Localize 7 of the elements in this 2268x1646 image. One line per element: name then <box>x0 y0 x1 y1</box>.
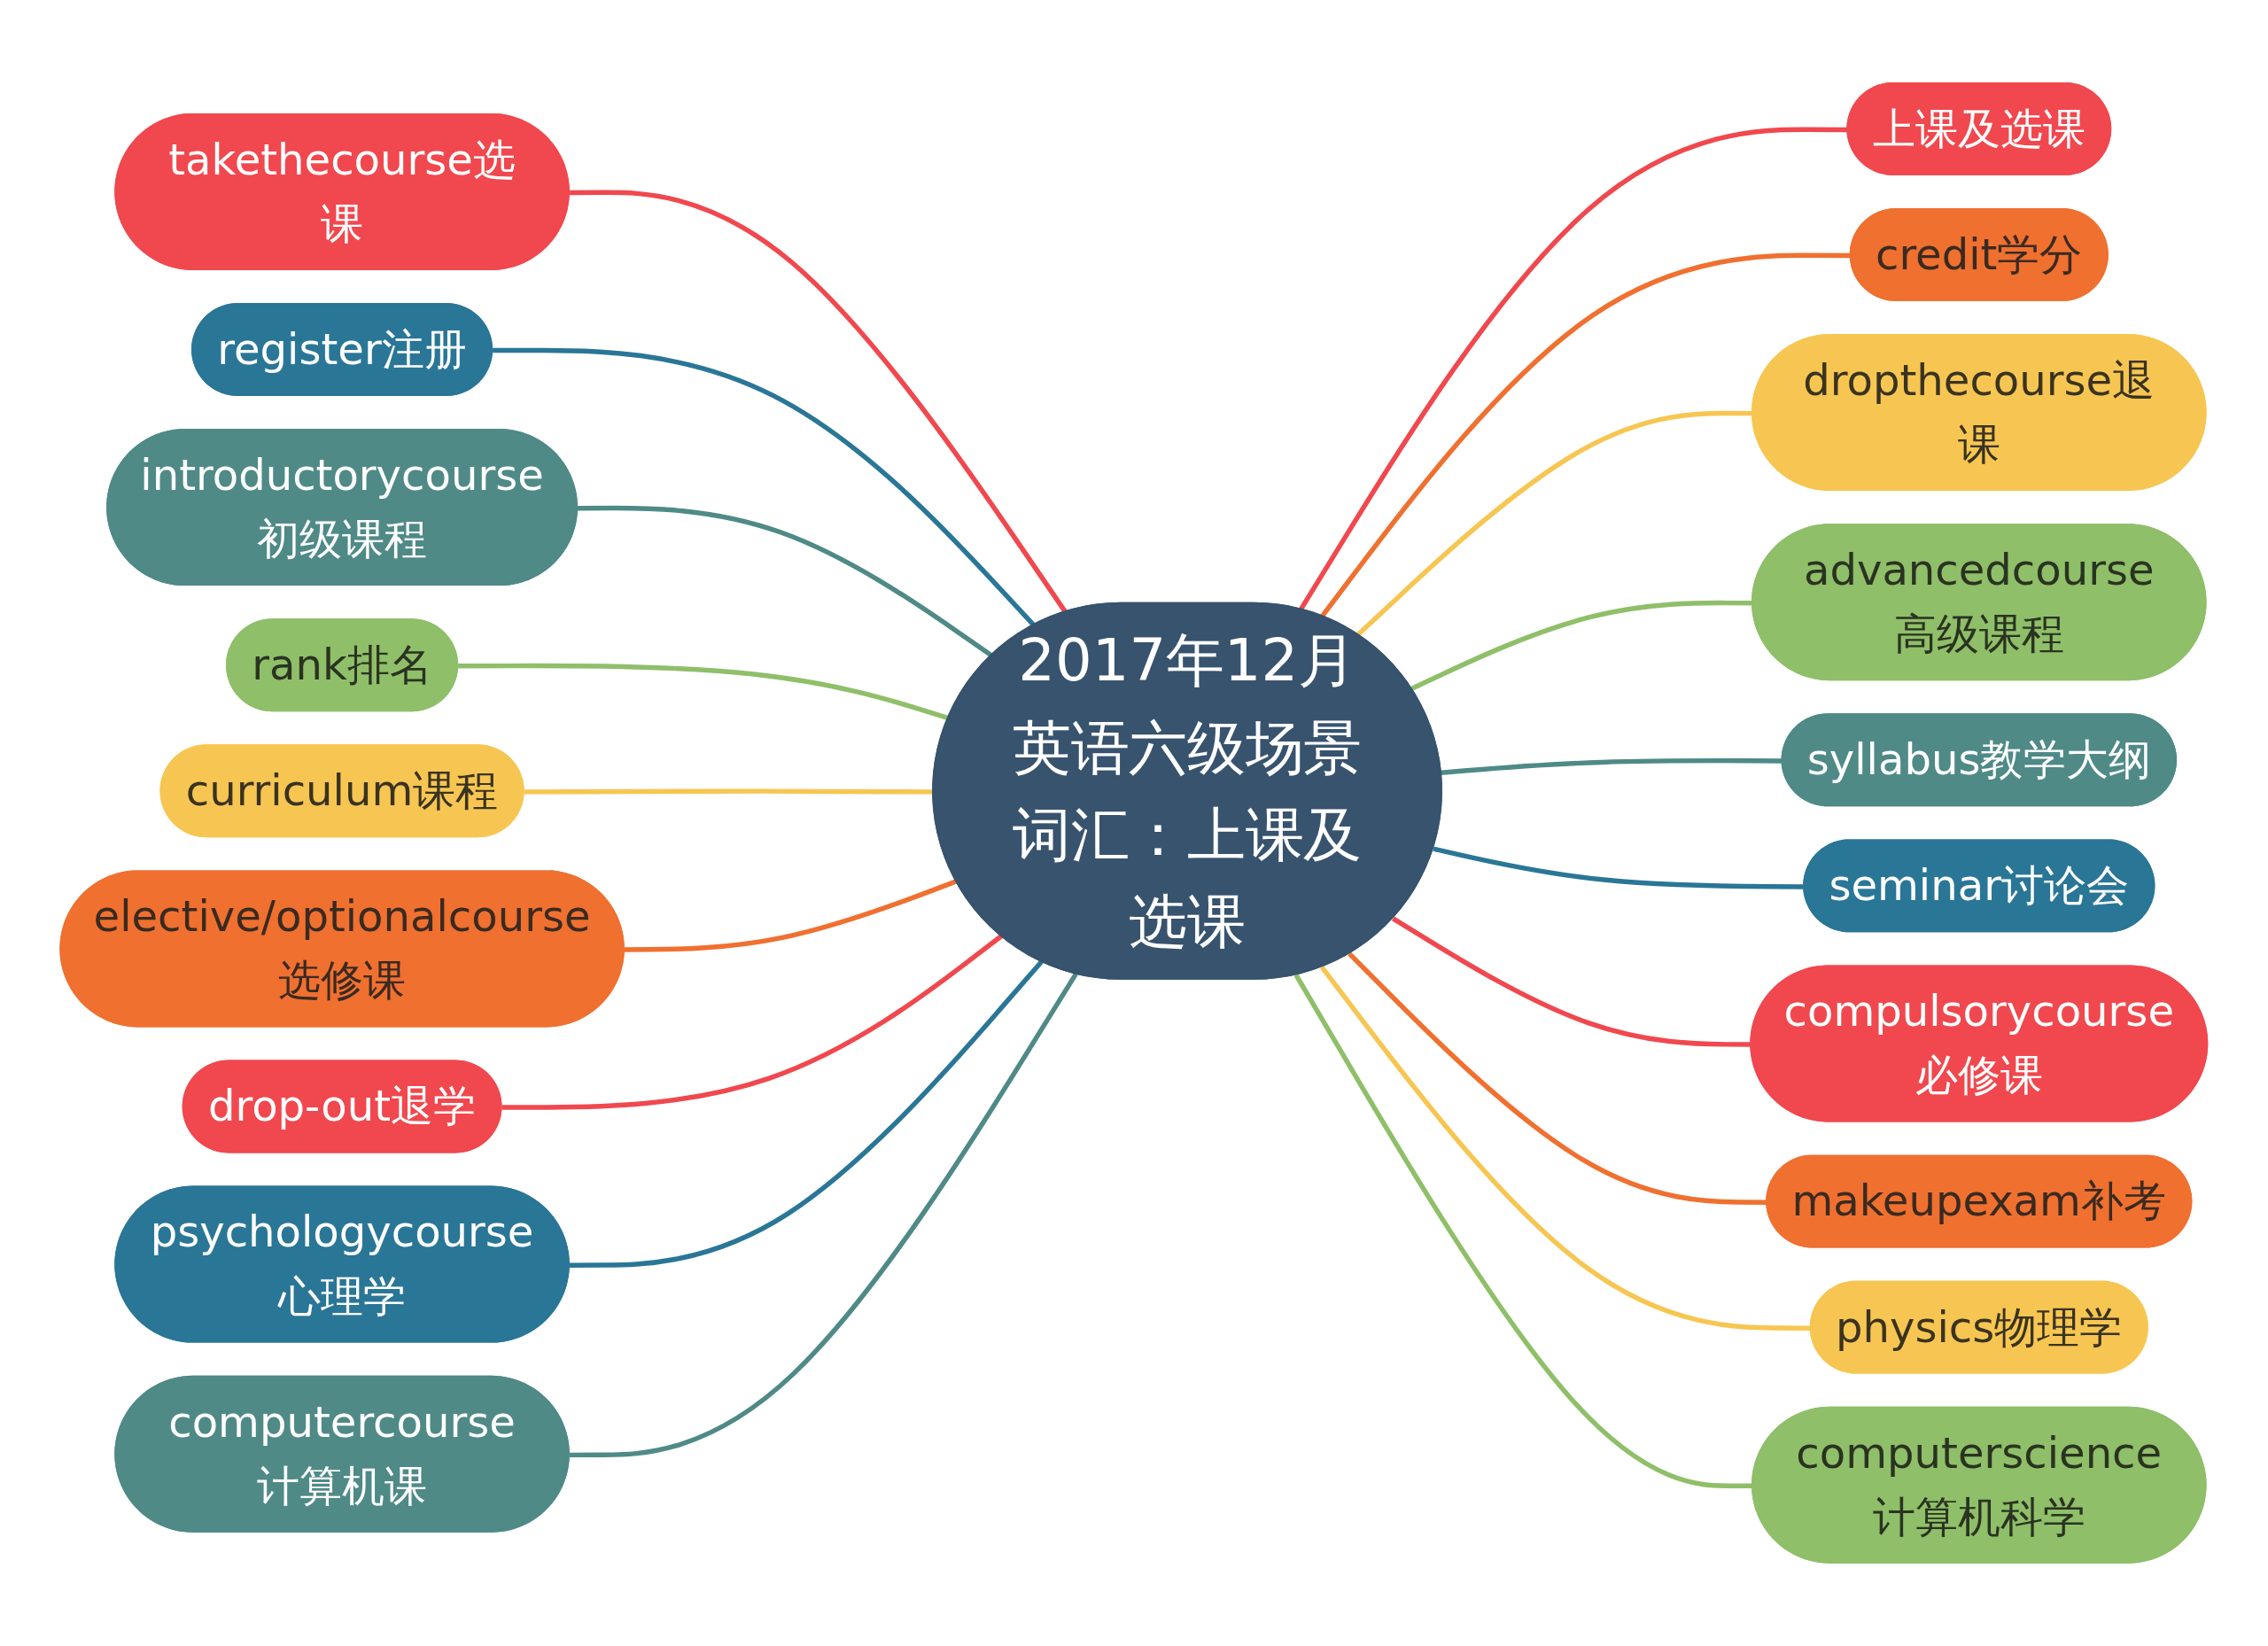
connector <box>570 973 1078 1458</box>
connector <box>578 505 994 658</box>
connector <box>570 959 1044 1269</box>
connector <box>501 934 1004 1110</box>
connector <box>624 879 959 952</box>
connector <box>1441 758 1783 776</box>
connector <box>1298 127 1849 611</box>
